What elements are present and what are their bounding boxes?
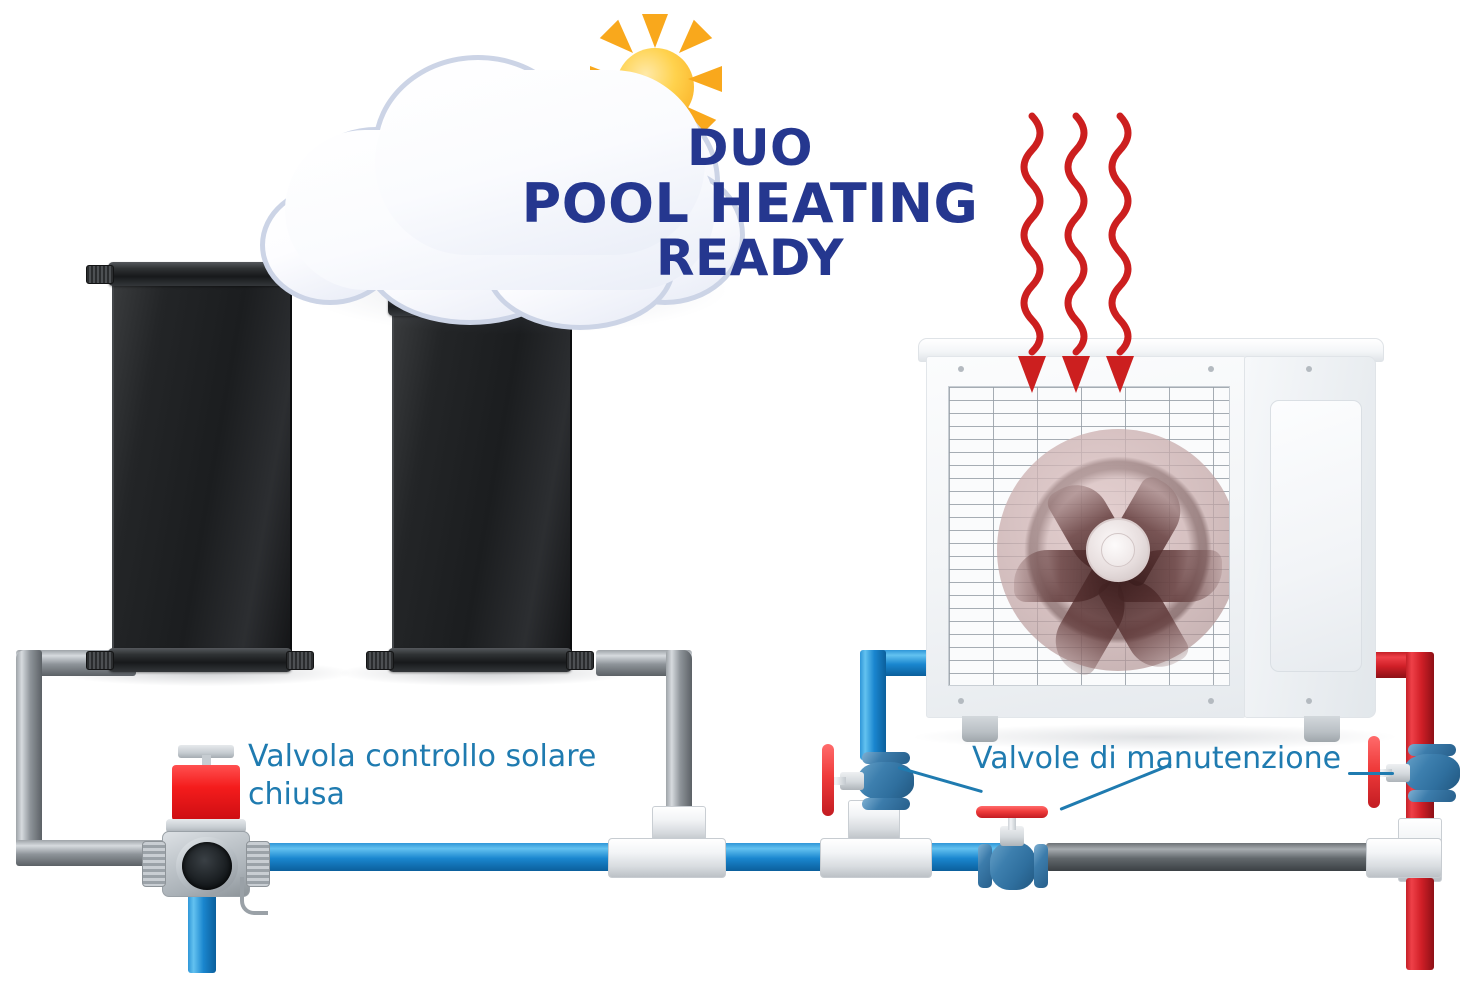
heat-pump-unit (918, 338, 1384, 742)
tee-body (608, 838, 726, 878)
valve-nut (1000, 826, 1024, 846)
valve-body (1404, 754, 1460, 792)
label-maintenance-valves: Valvole di manutenzione (972, 741, 1342, 776)
valve-stem (202, 755, 211, 769)
panel-connector (86, 265, 114, 284)
valve-handle[interactable] (976, 806, 1048, 818)
return-pipe (1046, 843, 1398, 871)
valve-ring (862, 752, 910, 764)
ball-valve[interactable] (1368, 736, 1462, 808)
title-line-1: DUO (686, 119, 814, 177)
heat-pump-grille (948, 386, 1230, 686)
pipe-tee (608, 838, 726, 878)
valve-actuator-cable (240, 877, 268, 915)
cloud-icon (255, 35, 775, 335)
valve-red-cap (172, 765, 240, 821)
title-line-3: READY (656, 229, 844, 288)
casing-screw (1208, 698, 1214, 704)
valve-ring (862, 798, 910, 810)
heat-pump-foot (962, 716, 998, 742)
title-line-2: POOL HEATING (521, 172, 979, 235)
valve-ring (1408, 790, 1456, 802)
page-title: DUO POOL HEATING READY (500, 122, 1000, 285)
ball-valve[interactable] (822, 744, 916, 816)
leader-line-right-valve (1348, 772, 1394, 775)
panel-connector (366, 651, 394, 670)
panel-absorber (112, 274, 292, 656)
valve-ring (1034, 844, 1048, 888)
panel-header-bottom (366, 648, 594, 672)
solar-loop-pipe (16, 650, 42, 866)
casing-screw (1306, 698, 1312, 704)
casing-screw (1306, 366, 1312, 372)
hot-outlet-pipe-lower (1406, 878, 1434, 970)
heat-absorption-arrows (1010, 110, 1140, 395)
heat-pump-service-panel[interactable] (1270, 400, 1362, 672)
valve-body (990, 842, 1036, 890)
valve-ring (1408, 744, 1456, 756)
ball-valve[interactable] (976, 806, 1068, 890)
solar-collector-panel (366, 290, 594, 672)
panel-header-bottom (86, 648, 314, 672)
fan-icon (997, 429, 1229, 680)
pipe-tee (1366, 838, 1442, 878)
label-solar-control-valve: Valvola controllo solare chiusa (248, 739, 597, 813)
pipe-tee (820, 838, 932, 878)
casing-screw (958, 366, 964, 372)
solar-collector-panel (86, 258, 314, 672)
tee-body (820, 838, 932, 878)
panel-header-top (86, 262, 292, 286)
valve-handle[interactable] (822, 744, 834, 816)
valve-port-left (142, 841, 166, 887)
fan-hub-center (1101, 533, 1135, 567)
heat-pump-inlet-riser (860, 650, 886, 760)
valve-flange (166, 819, 246, 833)
valve-ring (978, 844, 992, 888)
panel-absorber (392, 304, 572, 656)
valve-stem (830, 777, 846, 785)
valve-nut (1386, 764, 1410, 782)
three-way-solar-control-valve[interactable] (140, 745, 270, 915)
panel-connector (566, 651, 594, 670)
valve-stem (1008, 814, 1016, 830)
valve-bore (182, 842, 232, 890)
panel-connector (86, 651, 114, 670)
valve-nut (840, 772, 864, 790)
heat-pump-foot (1304, 716, 1340, 742)
tee-body (1366, 838, 1442, 878)
casing-screw (958, 698, 964, 704)
panel-connector (286, 651, 314, 670)
casing-screw (1208, 366, 1214, 372)
cloud-fill (375, 70, 705, 255)
valve-actuator-top (178, 745, 234, 758)
heat-arrows-svg (1018, 112, 1134, 393)
solar-return-pipe (666, 650, 692, 830)
